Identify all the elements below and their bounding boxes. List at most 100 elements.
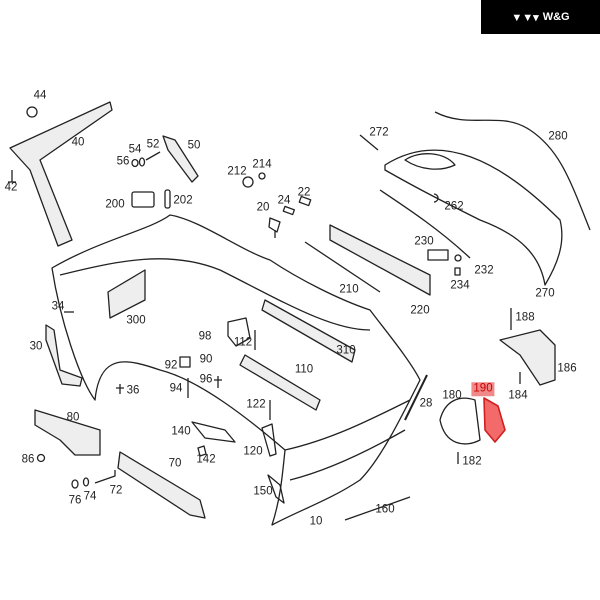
callout-210: 210	[339, 283, 359, 296]
callout-40: 40	[71, 136, 85, 149]
part-220-grille	[329, 224, 431, 296]
part-272-clip	[359, 134, 379, 151]
callout-188: 188	[515, 311, 535, 324]
callout-50: 50	[187, 139, 201, 152]
part-110-reinforcement	[239, 354, 321, 411]
part-262-clip	[433, 193, 439, 203]
brand-logo: ▼▼▾ W&G	[481, 0, 600, 34]
part-70-reflector-bracket	[117, 451, 206, 519]
part-280-trim-strip	[434, 111, 591, 231]
callout-234: 234	[450, 279, 470, 292]
part-30-bracket	[45, 324, 83, 387]
part-140-bracket	[191, 421, 236, 443]
callout-74: 74	[83, 490, 97, 503]
callout-270: 270	[535, 287, 555, 300]
part-76-nut	[71, 479, 79, 489]
part-214-nut	[258, 172, 266, 180]
callout-122: 122	[246, 398, 266, 411]
callout-44: 44	[33, 89, 47, 102]
callout-22: 22	[297, 186, 311, 199]
part-190-gasket	[483, 397, 506, 443]
callout-20: 20	[256, 201, 270, 214]
part-200-cover	[131, 191, 155, 208]
part-20-sensor-holder	[268, 217, 281, 238]
part-42-bolt	[8, 170, 16, 183]
part-260-rod	[379, 189, 471, 259]
callout-150: 150	[253, 485, 273, 498]
callout-300: 300	[126, 314, 146, 327]
part-230-module	[427, 249, 449, 261]
part-212-clip	[242, 176, 254, 188]
callout-72: 72	[109, 484, 123, 497]
part-210-strip	[304, 241, 381, 293]
callout-56: 56	[116, 155, 130, 168]
callout-142: 142	[196, 453, 216, 466]
callout-34: 34	[51, 300, 65, 313]
callout-214: 214	[252, 158, 272, 171]
callout-212: 212	[227, 165, 247, 178]
callout-220: 220	[410, 304, 430, 317]
part-24-clip	[282, 205, 296, 216]
callout-110: 110	[294, 363, 314, 376]
part-36-screw	[116, 384, 124, 394]
part-186-bracket	[499, 329, 556, 386]
part-150-bracket	[267, 474, 285, 504]
callout-52: 52	[146, 138, 160, 151]
part-22-clip	[298, 195, 312, 207]
callout-202: 202	[173, 194, 193, 207]
callout-140: 140	[171, 425, 191, 438]
part-232-clip	[454, 254, 462, 262]
callout-10: 10	[309, 515, 323, 528]
part-160-strip	[344, 496, 411, 521]
callout-272: 272	[369, 126, 389, 139]
part-86-clip	[36, 453, 46, 463]
part-72-screw	[94, 470, 116, 484]
part-98-bracket	[227, 317, 251, 347]
callout-30: 30	[29, 340, 43, 353]
part-52-screw	[145, 151, 161, 161]
callout-54: 54	[128, 143, 142, 156]
callout-86: 86	[21, 453, 35, 466]
callout-24: 24	[277, 194, 291, 207]
callout-190: 190	[471, 382, 495, 396]
callout-98: 98	[198, 330, 212, 343]
callout-180: 180	[442, 389, 462, 402]
callout-200: 200	[105, 198, 125, 211]
triple-chevron-logo-icon: ▼▼▾	[511, 11, 539, 24]
callout-160: 160	[375, 503, 395, 516]
callout-262: 262	[444, 200, 464, 213]
callout-76: 76	[68, 494, 82, 507]
callout-36: 36	[126, 384, 140, 397]
callout-42: 42	[4, 181, 18, 194]
callout-92: 92	[164, 359, 178, 372]
callout-280: 280	[548, 130, 568, 143]
callout-120: 120	[243, 445, 263, 458]
part-56-nut	[131, 158, 139, 168]
callout-232: 232	[474, 264, 494, 277]
part-96-bolt	[214, 376, 222, 388]
part-74-washer	[82, 477, 90, 487]
part-180-housing	[439, 397, 481, 445]
callout-230: 230	[414, 235, 434, 248]
callout-94: 94	[169, 382, 183, 395]
part-300-trim	[107, 269, 146, 319]
part-202-strip	[164, 189, 171, 209]
part-28-strip	[404, 374, 428, 421]
part-92-clip	[179, 356, 191, 368]
callout-310: 310	[336, 344, 356, 357]
part-142-clip	[197, 445, 207, 457]
part-44-clip	[26, 106, 38, 118]
callout-182: 182	[462, 455, 482, 468]
callout-70: 70	[168, 457, 182, 470]
part-120-bracket	[261, 423, 277, 457]
part-50-bracket	[162, 135, 199, 183]
brand-logo-text: W&G	[542, 11, 570, 23]
part-310-impact-bar	[261, 299, 356, 363]
part-234-clip	[454, 267, 461, 276]
part-54-washer	[138, 157, 146, 167]
callout-186: 186	[557, 362, 577, 375]
part-80-bracket	[34, 409, 101, 456]
part-270-diffuser	[384, 149, 563, 286]
